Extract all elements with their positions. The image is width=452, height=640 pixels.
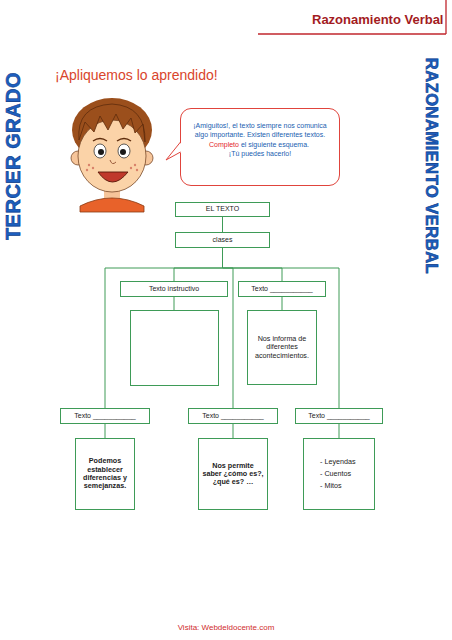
node-text: - Cuentos	[320, 470, 351, 478]
list-box: - Leyendas - Cuentos - Mitos	[303, 438, 375, 510]
pupil	[120, 149, 126, 155]
eyebrow	[93, 139, 107, 142]
pupil	[98, 149, 104, 155]
tree-connector	[105, 248, 223, 408]
nose	[110, 160, 116, 164]
answer-blank-box	[131, 311, 219, 386]
tree-connector	[223, 248, 234, 408]
root-box: EL TEXTO	[175, 202, 270, 217]
node-text: Nos permite saber ¿cómo es?, ¿qué es? …	[202, 462, 264, 487]
eye	[118, 144, 130, 158]
type-label-box: Texto instructivo	[120, 281, 228, 297]
bubble-text: el siguiente esquema.	[241, 141, 309, 148]
header-rule	[258, 33, 446, 34]
node-text: Nos informa de diferentes acontecimiento…	[251, 335, 313, 360]
type-label-box: Texto ___________	[60, 408, 150, 424]
node-text: Texto ___________	[308, 412, 370, 420]
node-text: clases	[213, 236, 233, 244]
eyebrow	[117, 139, 131, 142]
tree-connector	[233, 424, 234, 438]
node-text: Texto ___________	[74, 412, 136, 420]
type-label-box: Texto ___________	[238, 281, 326, 297]
freckle	[134, 164, 136, 166]
tree-connector	[223, 248, 340, 408]
header-rule	[445, 0, 446, 34]
tree-connector	[222, 217, 223, 232]
node-text: Podemos establecer diferencias y semejan…	[79, 457, 131, 490]
node-text: - Mitos	[320, 482, 342, 490]
tree-connector	[282, 297, 283, 310]
tree-connector	[174, 248, 223, 281]
boy-illustration	[71, 98, 153, 212]
description-box: Nos informa de diferentes acontecimiento…	[247, 310, 317, 385]
tree-connector	[339, 424, 340, 438]
bubble-tail	[166, 142, 181, 160]
bubble-text: Completo	[209, 141, 239, 148]
tree-connector	[223, 248, 283, 281]
node-text: - Leyendas	[320, 458, 356, 466]
freckle	[130, 167, 132, 169]
description-box: Podemos establecer diferencias y semejan…	[75, 438, 135, 510]
freckle	[92, 167, 94, 169]
description-box: Nos permite saber ¿cómo es?, ¿qué es? …	[198, 438, 268, 510]
freckle	[86, 169, 88, 171]
bubble-text: ¡Amiguitos!, el texto siempre nos comuni…	[188, 121, 332, 140]
type-label-box: Texto ___________	[295, 408, 383, 424]
node-text: EL TEXTO	[206, 205, 239, 213]
side-banner: RAZONAMIENTO VERBAL	[422, 58, 441, 274]
footer-link: Visita: Webdeldocente.com	[178, 623, 275, 632]
eye	[94, 144, 106, 158]
node-text: Texto ___________	[202, 412, 264, 420]
mouth	[98, 172, 128, 182]
speech-bubble: ¡Amiguitos!, el texto siempre nos comuni…	[180, 108, 340, 186]
freckle	[136, 169, 138, 171]
type-label-box: Texto ___________	[188, 408, 278, 424]
hair-bangs	[79, 104, 145, 142]
class-box: clases	[175, 232, 270, 248]
node-text: Texto instructivo	[149, 285, 199, 293]
shirt	[80, 198, 144, 212]
header-title: Razonamiento Verbal	[312, 12, 443, 27]
node-text: Texto ___________	[251, 285, 313, 293]
freckle	[88, 164, 90, 166]
tree-connector	[105, 424, 106, 438]
worksheet-title: ¡Apliquemos lo aprendido!	[55, 67, 218, 83]
bubble-text: ¡Tú puedes hacerlo!	[188, 149, 332, 158]
side-banner: TERCER GRADO	[2, 72, 25, 240]
blank-connector	[174, 297, 175, 310]
